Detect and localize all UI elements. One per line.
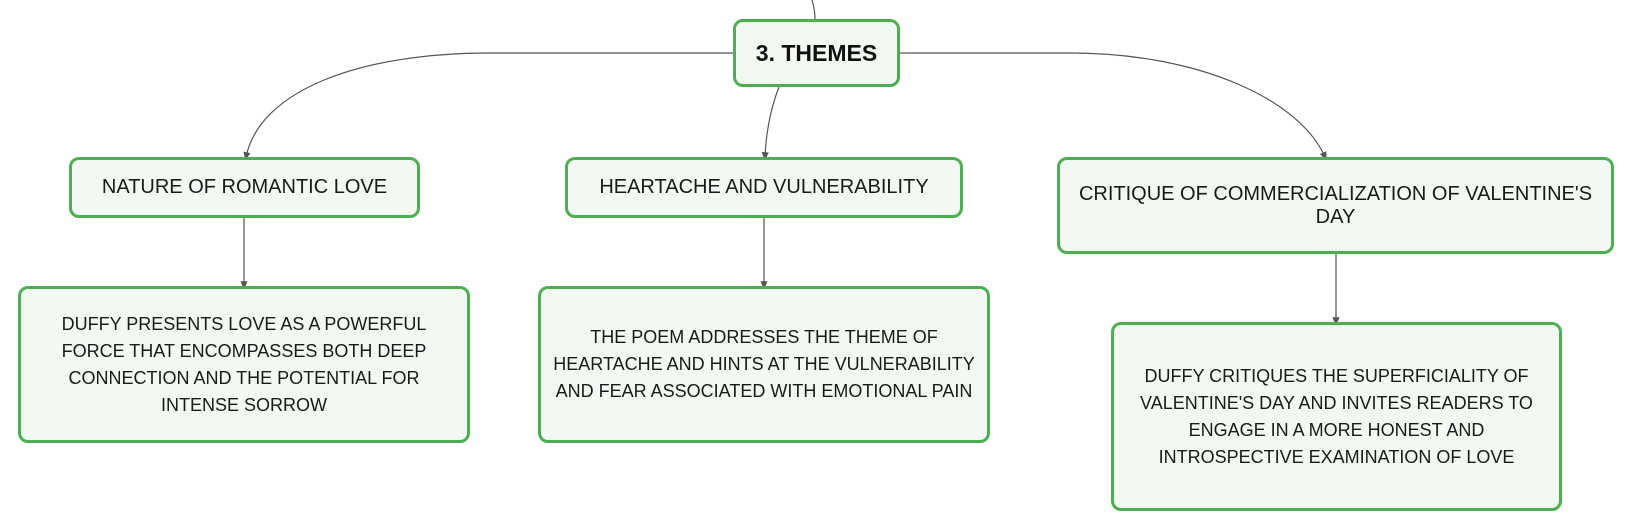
root-node[interactable]: 3. THEMES [733, 19, 900, 87]
connector-parent-to-root [811, 0, 816, 20]
detail-node-romantic-love[interactable]: DUFFY PRESENTS LOVE AS A POWERFUL FORCE … [18, 286, 470, 443]
detail-node-heartache[interactable]: THE POEM ADDRESSES THE THEME OF HEARTACH… [538, 286, 990, 443]
detail-node-text: DUFFY PRESENTS LOVE AS A POWERFUL FORCE … [61, 313, 427, 415]
detail-node-commercialization[interactable]: DUFFY CRITIQUES THE SUPERFICIALITY OF VA… [1111, 322, 1562, 511]
topic-node-commercialization[interactable]: CRITIQUE OF COMMERCIALIZATION OF VALENTI… [1057, 157, 1614, 254]
detail-node-text: THE POEM ADDRESSES THE THEME OF HEARTACH… [553, 327, 975, 401]
detail-node-text: DUFFY CRITIQUES THE SUPERFICIALITY OF VA… [1140, 365, 1533, 467]
topic-node-heartache[interactable]: HEARTACHE AND VULNERABILITY [565, 157, 963, 218]
connector-root-to-topic-2 [761, 86, 780, 161]
topic-node-romantic-love[interactable]: NATURE OF ROMANTIC LOVE [69, 157, 420, 218]
topic-node-label: HEARTACHE AND VULNERABILITY [599, 176, 929, 198]
connector-root-to-topic-3 [900, 52, 1327, 161]
root-node-label: 3. THEMES [755, 39, 878, 66]
connector-root-to-topic-1 [243, 52, 733, 161]
topic-node-label: CRITIQUE OF COMMERCIALIZATION OF VALENTI… [1078, 182, 1593, 228]
topic-node-label: NATURE OF ROMANTIC LOVE [101, 176, 388, 198]
